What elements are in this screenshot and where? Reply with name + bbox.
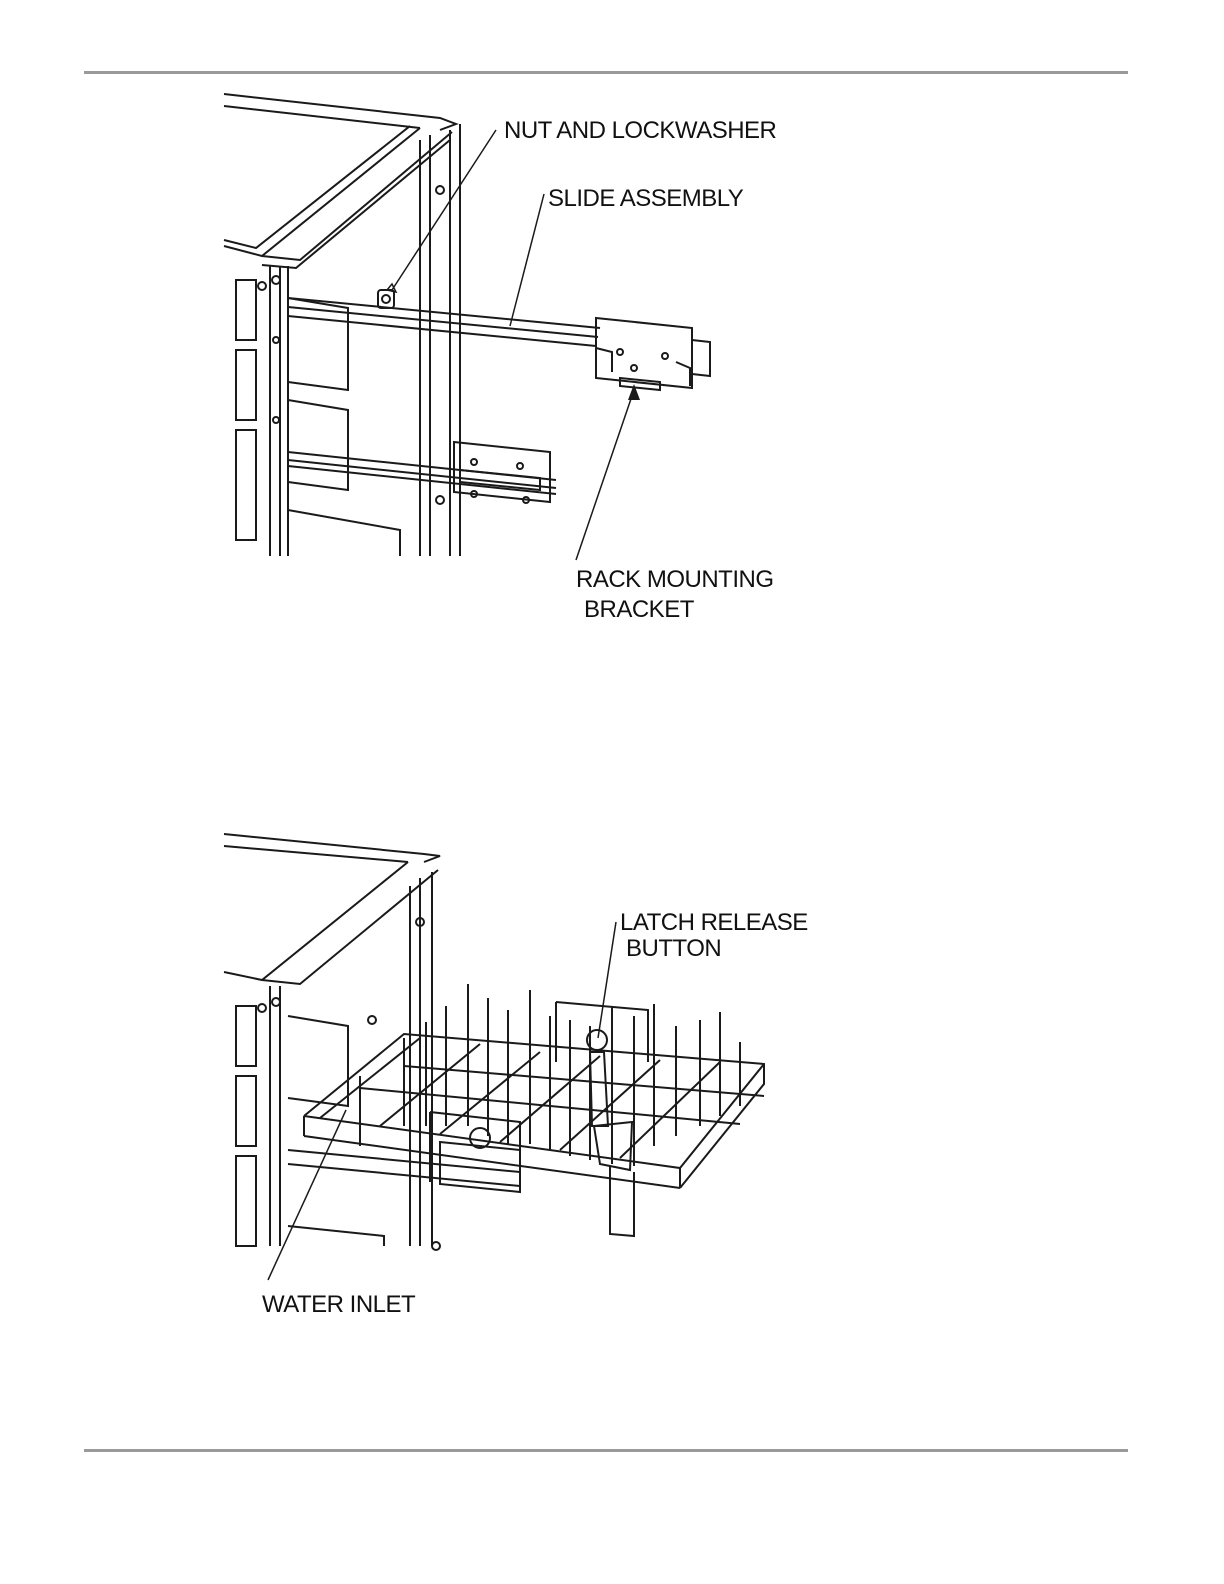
label-rack-mounting-line1: RACK MOUNTING xyxy=(576,566,774,593)
header-rule xyxy=(84,71,1128,74)
label-nut-and-lockwasher: NUT AND LOCKWASHER xyxy=(504,117,777,144)
label-latch-release-line2: BUTTON xyxy=(626,935,721,962)
footer-rule xyxy=(84,1449,1128,1452)
figure-slide-assembly: NUT AND LOCKWASHER SLIDE ASSEMBLY RACK M… xyxy=(0,90,1224,650)
label-latch-release-line1: LATCH RELEASE xyxy=(620,909,808,936)
figure-rack-installed: LATCH RELEASE BUTTON WATER INLET xyxy=(0,826,1224,1346)
label-water-inlet: WATER INLET xyxy=(262,1291,416,1318)
label-slide-assembly: SLIDE ASSEMBLY xyxy=(548,185,744,212)
dishwasher-rack-drawing xyxy=(224,834,764,1250)
dishwasher-cabinet-drawing xyxy=(224,94,710,556)
label-rack-mounting-line2: BRACKET xyxy=(584,596,695,623)
